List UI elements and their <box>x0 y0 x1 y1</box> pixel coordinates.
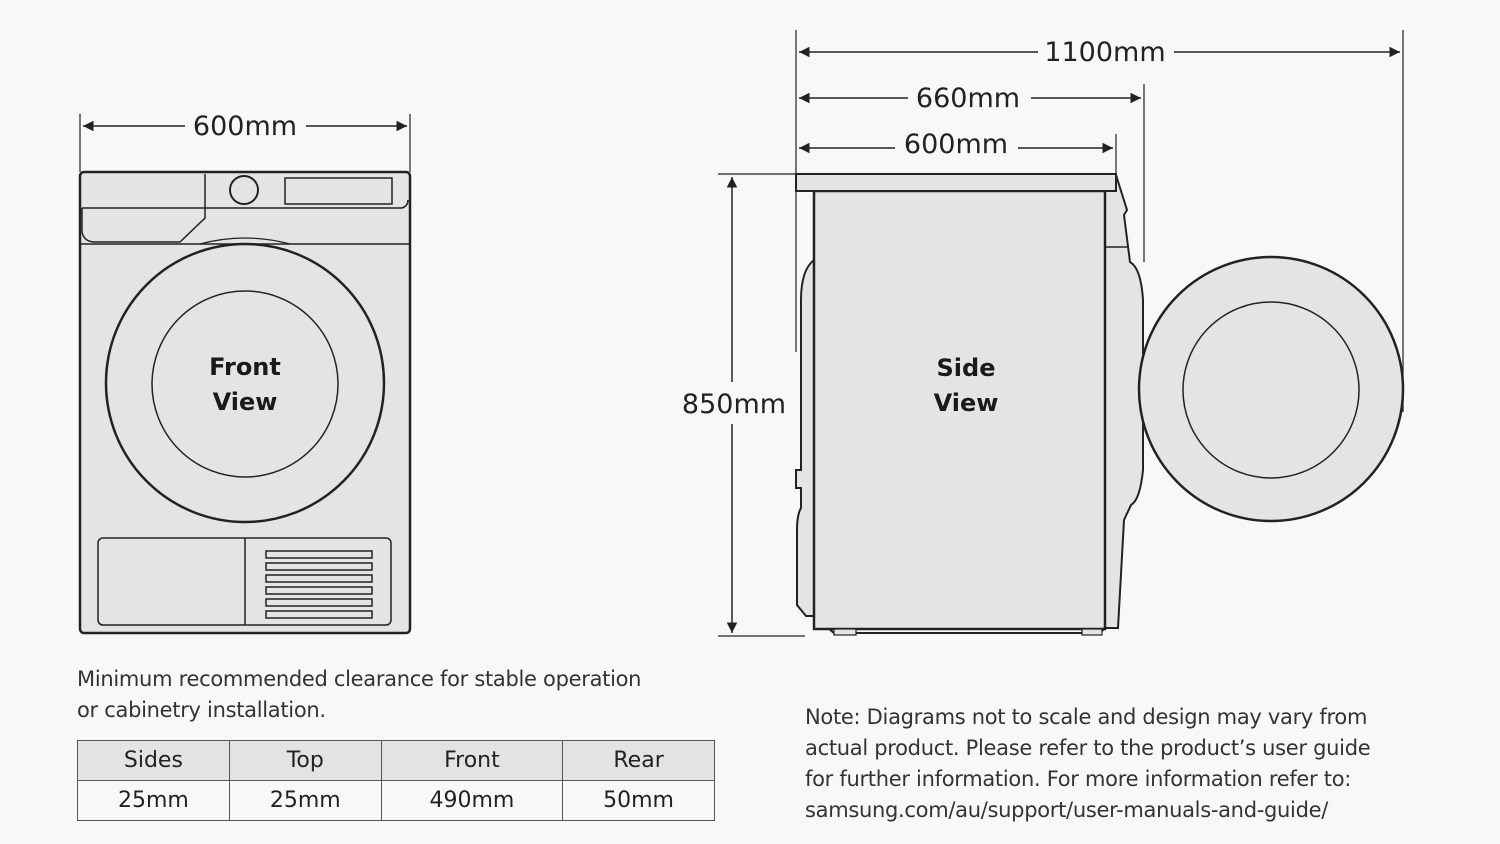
front-view-drawing <box>78 114 412 635</box>
foot <box>833 628 857 636</box>
depth-door-open-label: 1100mm <box>1044 37 1165 68</box>
open-door-glass <box>1182 301 1360 479</box>
caption-line: Minimum recommended clearance for stable… <box>77 667 642 691</box>
depth-body-dimension: 600mm <box>799 129 1113 160</box>
disclaimer-note: Note: Diagrams not to scale and design m… <box>805 702 1371 826</box>
clearance-caption: Minimum recommended clearance for stable… <box>77 664 641 726</box>
caption-line: or cabinetry installation. <box>77 698 326 722</box>
header-sides: Sides <box>77 740 230 781</box>
note-line: Note: Diagrams not to scale and design m… <box>805 705 1368 729</box>
height-label: 850mm <box>682 389 786 420</box>
depth-body-label: 600mm <box>904 129 1008 160</box>
header-top: Top <box>228 740 382 781</box>
dial-knob <box>229 175 259 205</box>
value-rear: 50mm <box>562 780 715 821</box>
support-url: samsung.com/au/support/user-manuals-and-… <box>805 798 1329 822</box>
top-plate <box>795 173 1117 192</box>
vent-icon <box>265 550 373 619</box>
display-panel <box>284 177 393 205</box>
table-header-row: Sides Top Front Rear <box>77 740 715 781</box>
side-view-label: View <box>934 389 999 417</box>
note-line: actual product. Please refer to the prod… <box>805 736 1371 760</box>
depth-total-dimension: 660mm <box>799 83 1141 114</box>
detergent-drawer <box>81 174 409 243</box>
side-view-label: Side <box>937 354 996 382</box>
front-width-label: 600mm <box>193 111 297 142</box>
foot <box>1081 628 1103 636</box>
depth-door-open-dimension: 1100mm <box>799 37 1400 68</box>
rear-panel <box>795 257 815 617</box>
header-front: Front <box>380 740 564 781</box>
front-view-label: View <box>213 388 278 416</box>
table-row: 25mm 25mm 490mm 50mm <box>77 780 715 821</box>
front-width-dimension: 600mm <box>83 111 407 142</box>
depth-total-label: 660mm <box>916 83 1020 114</box>
side-view-drawing <box>718 30 1405 637</box>
value-top: 25mm <box>228 780 382 821</box>
front-view-label: Front <box>209 353 281 381</box>
dryer-body-side <box>812 189 1107 631</box>
front-panel-profile <box>1104 172 1144 629</box>
value-sides: 25mm <box>77 780 230 821</box>
note-line: for further information. For more inform… <box>805 767 1352 791</box>
header-rear: Rear <box>562 740 715 781</box>
clearance-table: Sides Top Front Rear 25mm 25mm 490mm 50m… <box>77 740 715 821</box>
value-front: 490mm <box>380 780 564 821</box>
door-glass <box>151 290 339 478</box>
height-dimension: 850mm <box>682 177 786 633</box>
